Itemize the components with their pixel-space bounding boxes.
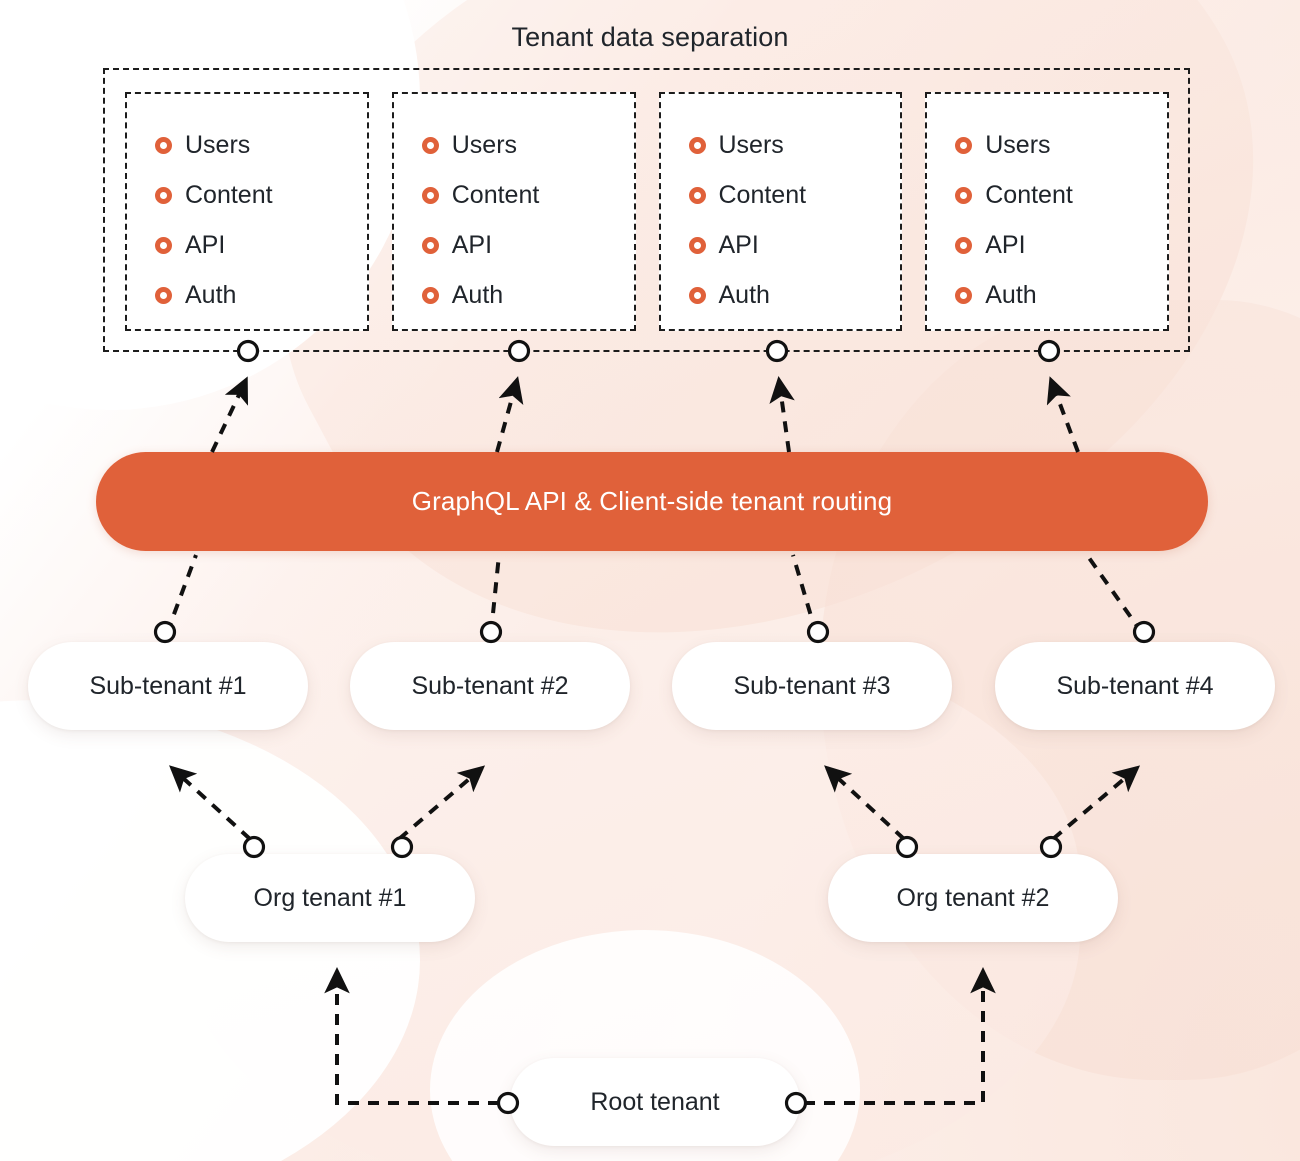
ring-bullet-icon [421, 186, 439, 204]
tenant-data-separation-boundary [103, 68, 1190, 352]
resource-label: Auth [451, 280, 504, 309]
ring-bullet-icon [955, 136, 973, 154]
resource-item[interactable]: Auth [155, 270, 367, 320]
ring-bullet-icon [688, 286, 706, 304]
resource-label: API [451, 230, 493, 259]
page-title: Tenant data separation [511, 22, 789, 52]
resource-label: Users [185, 130, 251, 159]
resource-item[interactable]: API [955, 220, 1167, 270]
ring-bullet-icon [955, 186, 973, 204]
resource-item[interactable]: Content [955, 170, 1167, 220]
ring-bullet-icon [688, 186, 706, 204]
ring-bullet-icon [155, 136, 172, 154]
resource-label: Users [718, 130, 784, 159]
ring-bullet-icon [155, 186, 172, 204]
ring-bullet-icon [155, 236, 172, 254]
ring-bullet-icon [955, 286, 973, 304]
node-sub-tenant-4[interactable]: Sub-tenant #4 [995, 642, 1275, 730]
node-org-tenant-1[interactable]: Org tenant #1 [185, 854, 475, 942]
graphql-api-bar[interactable]: GraphQL API & Client-side tenant routing [96, 452, 1208, 551]
resource-item[interactable]: API [688, 220, 901, 270]
resource-item[interactable]: Users [421, 120, 634, 170]
resource-label: Auth [985, 280, 1037, 309]
resource-item[interactable]: Content [155, 170, 367, 220]
tenant-box-2[interactable]: Users Content API Auth [391, 92, 636, 331]
resource-label: Content [451, 180, 540, 209]
resource-item[interactable]: Auth [421, 270, 634, 320]
resource-item[interactable]: API [155, 220, 367, 270]
resource-item[interactable]: Users [688, 120, 901, 170]
node-sub-tenant-1[interactable]: Sub-tenant #1 [28, 642, 308, 730]
tenant-box-1[interactable]: Users Content API Auth [125, 92, 369, 331]
resource-item[interactable]: API [421, 220, 634, 270]
ring-bullet-icon [688, 136, 706, 154]
ring-bullet-icon [955, 236, 973, 254]
resource-label: Content [718, 180, 807, 209]
ring-bullet-icon [421, 136, 439, 154]
node-org-tenant-2[interactable]: Org tenant #2 [828, 854, 1118, 942]
resource-item[interactable]: Auth [955, 270, 1167, 320]
resource-label: Users [985, 130, 1051, 159]
tenant-box-3[interactable]: Users Content API Auth [658, 92, 903, 331]
resource-label: Auth [718, 280, 770, 309]
resource-label: Auth [185, 280, 237, 309]
ring-bullet-icon [421, 236, 439, 254]
resource-item[interactable]: Content [688, 170, 901, 220]
resource-item[interactable]: Content [421, 170, 634, 220]
resource-item[interactable]: Auth [688, 270, 901, 320]
resource-label: API [985, 230, 1026, 259]
node-root-tenant[interactable]: Root tenant [510, 1058, 800, 1146]
resource-label: Content [185, 180, 273, 209]
ring-bullet-icon [421, 286, 439, 304]
tenant-box-list: Users Content API Auth Users Conte [125, 92, 1169, 331]
ring-bullet-icon [688, 236, 706, 254]
resource-label: Content [985, 180, 1073, 209]
tenant-box-4[interactable]: Users Content API Auth [925, 92, 1169, 331]
resource-label: Users [451, 130, 518, 159]
resource-item[interactable]: Users [955, 120, 1167, 170]
resource-label: API [718, 230, 759, 259]
node-sub-tenant-3[interactable]: Sub-tenant #3 [672, 642, 952, 730]
ring-bullet-icon [155, 286, 172, 304]
resource-label: API [185, 230, 226, 259]
node-sub-tenant-2[interactable]: Sub-tenant #2 [350, 642, 630, 730]
resource-item[interactable]: Users [155, 120, 367, 170]
